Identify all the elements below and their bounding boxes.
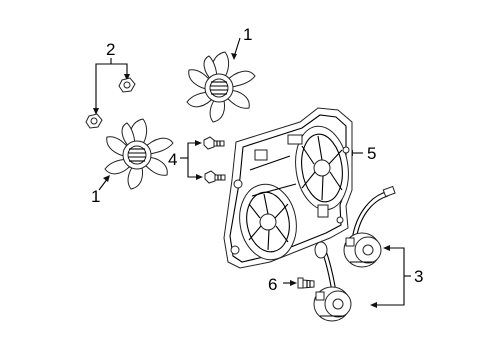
screw-6 bbox=[297, 277, 315, 289]
callout-1-upper: 1 bbox=[243, 25, 252, 44]
callout-3: 3 bbox=[414, 267, 423, 286]
bolt-upper bbox=[203, 136, 225, 150]
fan-motor-lower bbox=[313, 241, 352, 322]
callout-5: 5 bbox=[367, 144, 376, 163]
bolt-lower bbox=[204, 170, 226, 184]
fan-blade-upper bbox=[186, 51, 256, 123]
fan-shroud bbox=[223, 107, 353, 269]
nut-lower-left bbox=[85, 113, 103, 129]
fan-motor-upper bbox=[343, 185, 396, 268]
callout-1-lower: 1 bbox=[91, 187, 100, 206]
fan-blade-lower bbox=[104, 118, 174, 190]
nut-upper-right bbox=[118, 77, 136, 93]
callout-2: 2 bbox=[106, 40, 115, 59]
callout-4: 4 bbox=[168, 150, 177, 169]
callout-6: 6 bbox=[268, 275, 277, 294]
